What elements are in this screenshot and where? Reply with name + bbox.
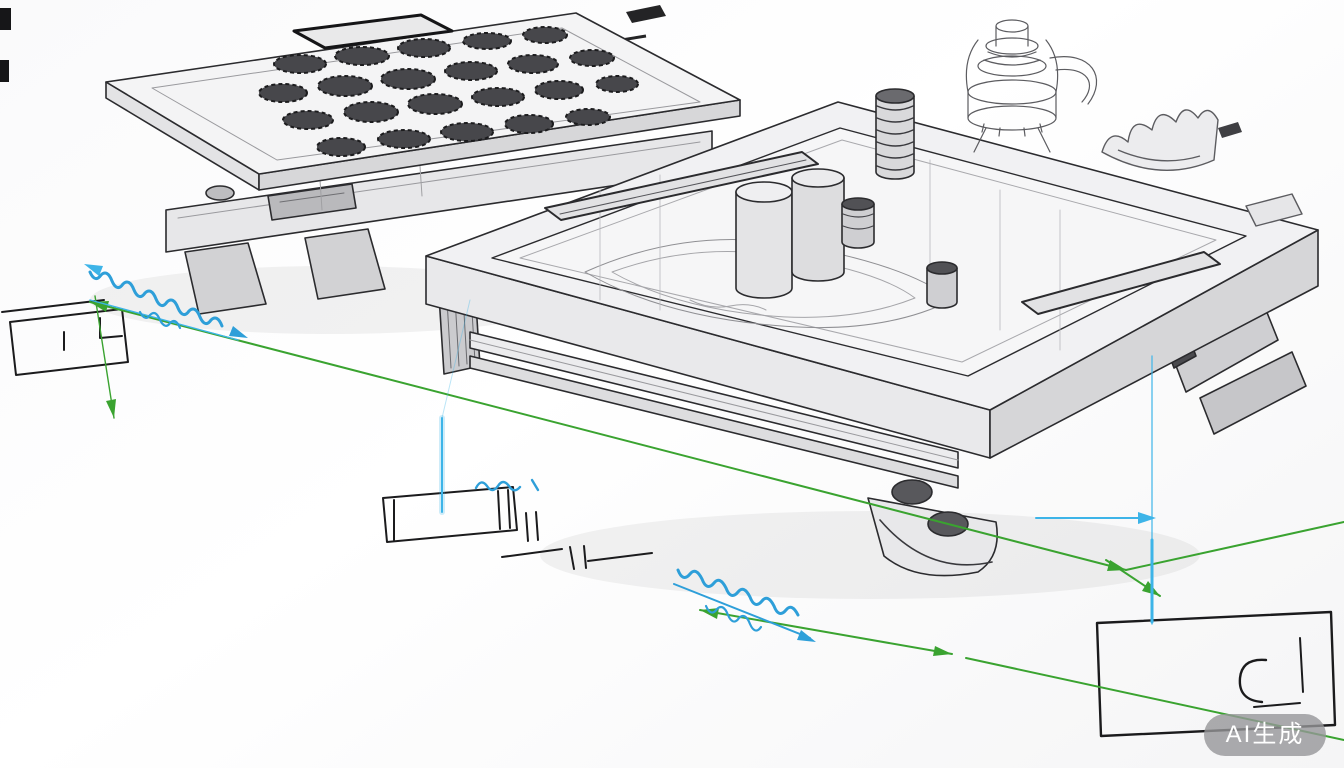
screw-head-body [841, 203, 875, 249]
cylinder-b-top [791, 168, 845, 188]
bottom-right-rect [1095, 610, 1337, 738]
bottom-right-detail [1253, 637, 1304, 708]
hatch-lines [445, 276, 476, 369]
top-mark [626, 5, 666, 23]
cyan-diagonal-faint [441, 299, 471, 419]
cylinder-b-body [791, 177, 845, 282]
rim-slot [1021, 251, 1221, 315]
arrowhead [933, 646, 952, 656]
side-slot-line [279, 192, 345, 203]
transparency-lines [599, 159, 1061, 351]
screw-hatch [842, 213, 874, 230]
cyan-underline-left [89, 299, 239, 341]
annotation-scribbles [88, 270, 811, 639]
step-foot [1199, 351, 1307, 435]
valve-tower-sketch [965, 19, 1098, 153]
scribble-label-left-2 [138, 310, 182, 330]
rim-slot-line [559, 159, 807, 215]
arrowhead [84, 264, 103, 276]
arrowhead [1138, 512, 1156, 524]
left-leg [184, 242, 267, 315]
mid-sketch-rect [382, 486, 518, 543]
left-sketch-ticks [63, 317, 123, 351]
annotation-arrows-blue [229, 326, 816, 642]
scribble-label-left [88, 270, 224, 328]
scribble-label-bottom-2 [704, 604, 763, 632]
arrowhead [229, 326, 248, 338]
edge-mark [0, 60, 9, 82]
mid-rect-ticks [497, 489, 511, 530]
screw-head-top [926, 261, 958, 275]
screw-head-body [926, 267, 958, 309]
scribble-tick-mid [530, 478, 540, 492]
gear-sketch [1101, 109, 1303, 227]
sketch-fragments [1, 299, 1337, 738]
dark-chip [1218, 122, 1242, 138]
cylinder-a-body [735, 191, 793, 299]
cavity-holes [258, 26, 639, 157]
watermark-badge: AI生成 [1204, 714, 1326, 756]
dim-extension [94, 295, 115, 419]
bottom-right-hook [1238, 658, 1268, 704]
threaded-stud-body [875, 95, 915, 180]
rail-line [469, 339, 959, 461]
left-leg [304, 228, 386, 300]
thread-hatch [876, 105, 914, 171]
foot-pad [891, 479, 933, 505]
machine-base-assembly [425, 88, 1319, 577]
dimension-arrows-green [90, 301, 1160, 656]
scribble-label-bottom [676, 568, 800, 617]
arrowhead [797, 630, 816, 642]
watermark-text: AI生成 [1225, 721, 1305, 748]
cylinder-a-top [735, 181, 793, 203]
contour-sketch [689, 299, 767, 311]
tick-pair [525, 511, 539, 542]
loose-segments [501, 545, 653, 570]
dim-line-long [89, 301, 1127, 571]
edge-mark [0, 8, 11, 30]
screw-head-top [841, 197, 875, 211]
rim-slot [544, 151, 819, 221]
small-block [1245, 193, 1303, 227]
gap-line [319, 165, 423, 211]
top-plate-slot [292, 13, 454, 50]
mid-plate-line [177, 141, 701, 219]
dim-line-lower [699, 609, 953, 655]
scribble-label-mid [474, 480, 522, 492]
dimension-lines-cyan [89, 299, 1154, 625]
threaded-stud-top [875, 88, 915, 104]
scribble-underline-bottom [673, 583, 811, 639]
contour-sketch [611, 251, 916, 318]
left-sketch-line [1, 299, 105, 313]
pipe-sketch [1049, 56, 1098, 105]
side-boss [205, 185, 235, 201]
arrowhead [1107, 560, 1126, 571]
dimension-arrows-cyan [84, 264, 1156, 524]
arrowhead [106, 399, 116, 418]
left-sketch-rect [9, 308, 129, 376]
dim-line-long-ext [1125, 521, 1344, 571]
foot-arc [879, 519, 993, 566]
rail-lower [469, 355, 959, 489]
side-slot [267, 183, 357, 221]
